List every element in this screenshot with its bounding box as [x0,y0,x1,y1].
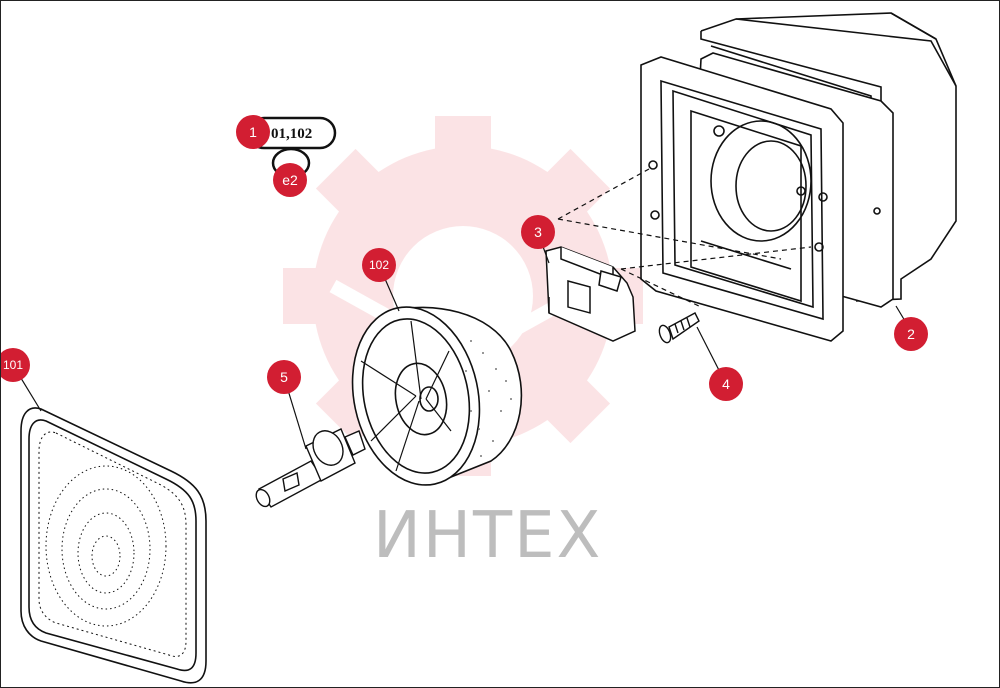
callout-2[interactable]: 2 [894,317,928,351]
callout-3[interactable]: 3 [521,215,555,249]
svg-text:1: 1 [249,124,257,140]
svg-text:5: 5 [280,369,288,385]
svg-text:e2: e2 [282,172,298,188]
svg-text:4: 4 [722,376,730,392]
callout-101[interactable]: 101 [1,348,30,382]
part-housing [640,12,957,342]
part-screw [658,312,700,344]
part-bracket [545,246,636,342]
part-bulb [255,428,366,508]
svg-text:3: 3 [534,224,542,240]
part-reflector [351,306,523,486]
callout-4[interactable]: 4 [709,367,743,401]
callout-e2[interactable]: e2 [273,163,307,197]
svg-text:102: 102 [369,258,389,272]
lens-pattern [45,465,167,627]
callout-1[interactable]: 1 [236,115,270,149]
watermark-text: ИНТЕХ [373,499,602,573]
part-lens [20,407,207,684]
label-pill-text: 01,102 [271,126,312,142]
callout-102[interactable]: 102 [362,248,396,282]
svg-text:101: 101 [3,358,23,372]
alignment-lines [557,168,812,308]
reflector-texture [465,340,512,457]
callout-5[interactable]: 5 [267,360,301,394]
svg-text:2: 2 [907,326,915,342]
